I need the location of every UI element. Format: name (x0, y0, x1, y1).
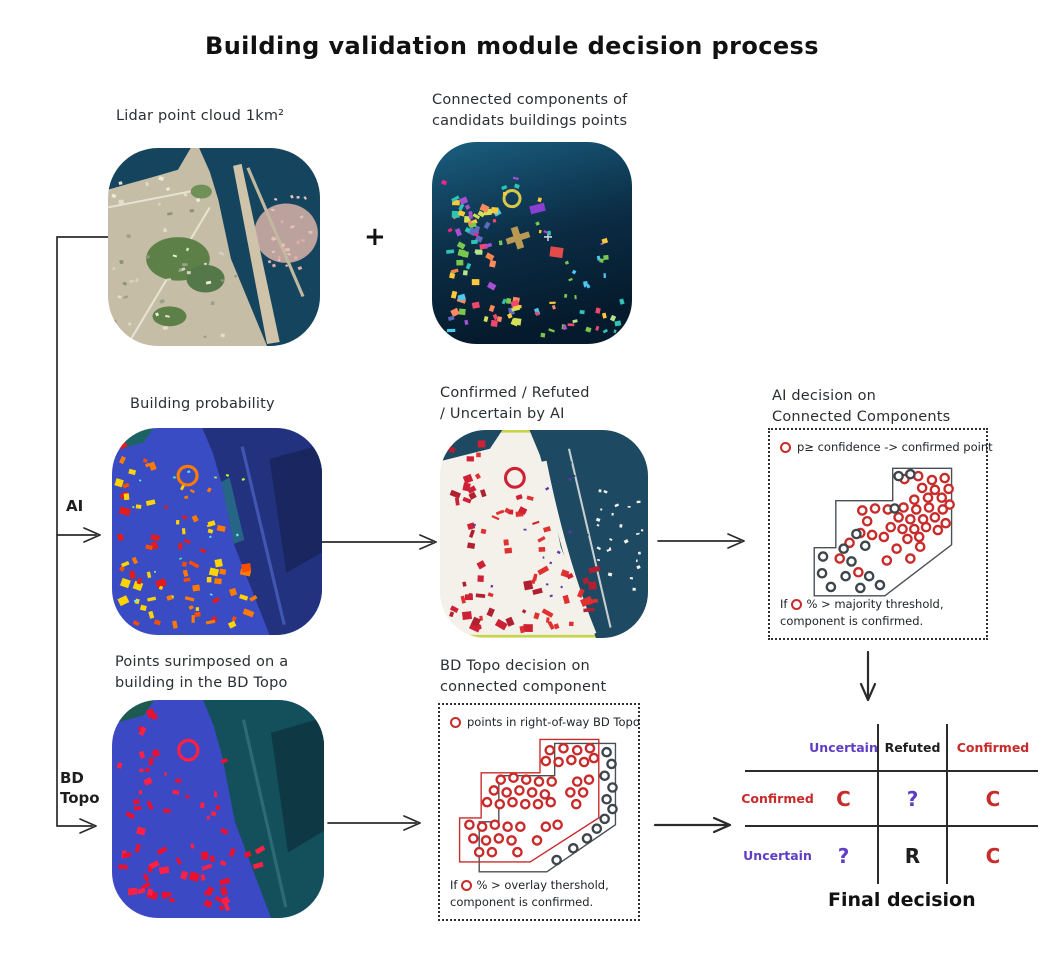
connected-components-image (432, 142, 632, 344)
col-header-confirmed: Confirmed (948, 724, 1038, 772)
bd-caption-prefix: If (450, 877, 458, 892)
ai-decision-title: AI decision on Connected Components (772, 388, 951, 426)
arrow-aibox-to-table (859, 650, 877, 702)
ai-branch-label: AI (66, 497, 84, 515)
bd-topo-branch-label: BD Topo (60, 769, 100, 808)
bd-legend: points in right-of-way BD Topo (450, 715, 640, 729)
col-header-refuted: Refuted (879, 724, 948, 772)
red-point-icon (461, 879, 473, 891)
bd-caption-suffix: % > overlay thershold, (476, 877, 609, 892)
bd-decision-diagram (458, 738, 618, 873)
row-header-confirmed: Confirmed (741, 772, 814, 827)
right-of-way-point-icon (450, 716, 461, 728)
ai-legend: p≥ confidence -> confirmed point (780, 440, 993, 454)
ai-result-label: Confirmed / Refuted / Uncertain by AI (440, 385, 590, 423)
bd-topo-image (112, 700, 324, 918)
building-probability-image (112, 428, 322, 635)
ai-legend-text: p≥ confidence -> confirmed point (797, 440, 993, 454)
branch-line (56, 236, 109, 827)
building-probability-label: Building probability (130, 396, 275, 412)
table-corner-cell (745, 724, 810, 772)
arrowhead-bd-branch (79, 818, 97, 834)
ai-caption-prefix: If (780, 596, 788, 611)
bd-legend-text: points in right-of-way BD Topo (467, 715, 640, 729)
ai-caption: If % > majority threshold, component is … (780, 596, 944, 631)
arrow-bdbox-to-table (653, 816, 732, 834)
ai-result-image (440, 430, 648, 638)
col-header-uncertain: Uncertain (809, 724, 879, 772)
ai-decision-box: p≥ confidence -> confirmed point If % > … (768, 428, 993, 640)
ai-decision-diagram (813, 467, 955, 597)
final-decision-table: Uncertain Refuted Confirmed Confirmed C … (741, 724, 1038, 884)
table-cell: C (810, 772, 879, 827)
table-cell: ? (879, 772, 948, 827)
table-cell: R (879, 827, 948, 884)
bd-decision-box: points in right-of-way BD Topo If % > ov… (438, 703, 640, 921)
bd-decision-title: BD Topo decision on connected component (440, 658, 607, 696)
plus-operator: + (364, 222, 386, 252)
row-header-uncertain: Uncertain (743, 848, 812, 863)
bd-caption: If % > overlay thershold, component is c… (450, 877, 609, 912)
arrow-conf-to-aibox (657, 533, 745, 549)
arrow-prob-to-conf (321, 534, 437, 550)
final-decision-caption: Final decision (828, 889, 976, 911)
lidar-image (108, 148, 320, 346)
arrow-bdimg-to-bdbox (327, 815, 421, 831)
ai-caption-line2: component is confirmed. (780, 613, 924, 628)
table-cell: C (948, 772, 1038, 827)
page-title: Building validation module decision proc… (205, 32, 819, 60)
red-point-icon (791, 598, 803, 610)
connected-components-label: Connected components of candidats buildi… (432, 92, 628, 130)
arrow-ai-branch (56, 527, 101, 543)
lidar-label: Lidar point cloud 1km² (116, 108, 285, 124)
table-cell: C (985, 843, 1001, 868)
ai-caption-suffix: % > majority threshold, (806, 596, 944, 611)
bd-points-label: Points surimposed on a building in the B… (115, 654, 289, 692)
confirmed-point-icon (780, 441, 791, 453)
table-cell: ? (810, 827, 879, 884)
bd-caption-line2: component is confirmed. (450, 894, 594, 909)
